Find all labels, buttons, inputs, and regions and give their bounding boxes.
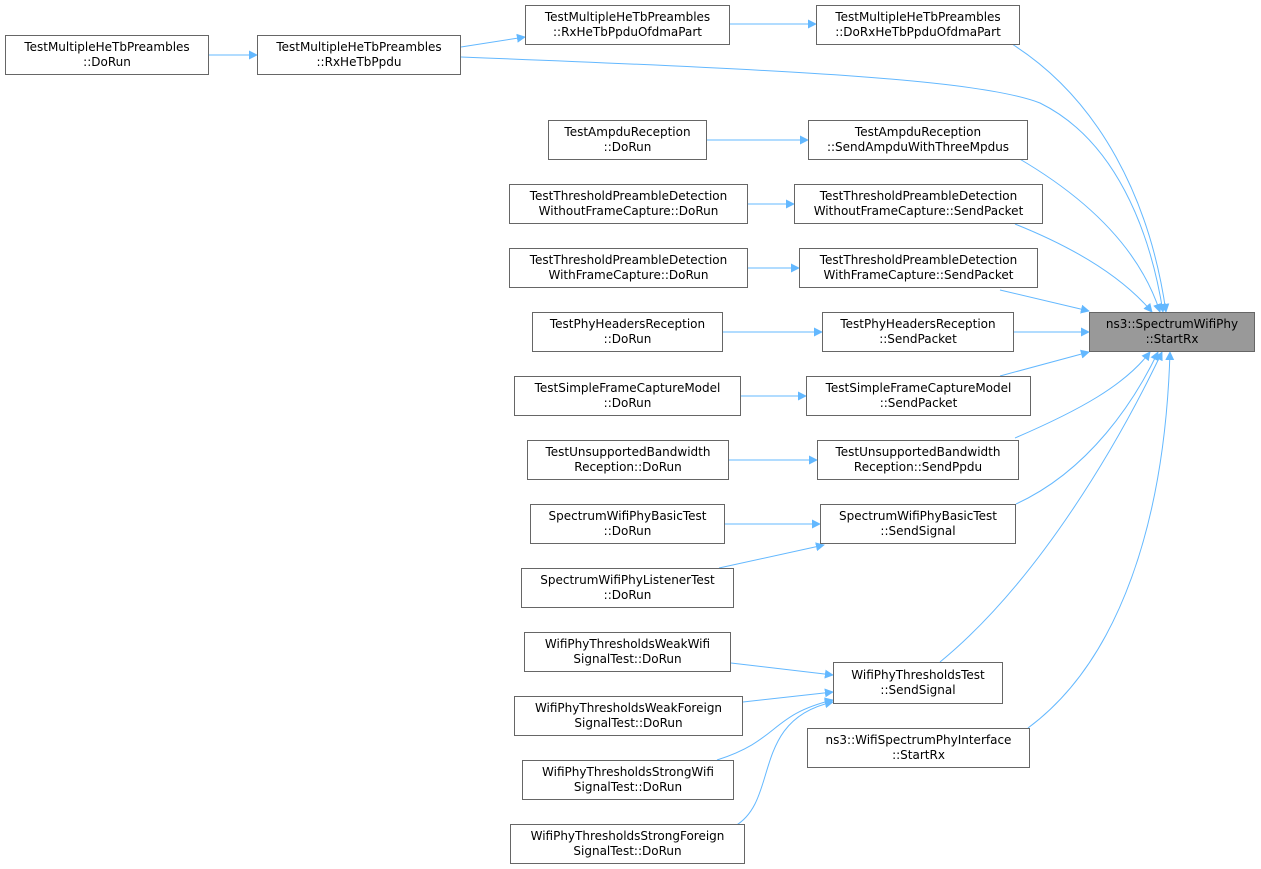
- node-line2: SignalTest::DoRun: [573, 652, 682, 666]
- node-test-multiple-he-tb-preambles-dorxhetbppduofdmapart[interactable]: TestMultipleHeTbPreambles ::DoRxHeTbPpdu…: [816, 5, 1020, 45]
- node-test-threshold-preamble-detection-without-frame-capture-dorun[interactable]: TestThresholdPreambleDetection WithoutFr…: [509, 184, 748, 224]
- node-line2: ::StartRx: [892, 748, 945, 762]
- edge-n25-target: [1027, 351, 1175, 729]
- node-line2: ::DoRxHeTbPpduOfdmaPart: [835, 25, 1001, 39]
- node-line1: SpectrumWifiPhyListenerTest: [540, 573, 715, 587]
- node-line1: TestUnsupportedBandwidth: [835, 445, 1001, 459]
- edge-n10-target: [999, 289, 1090, 314]
- node-line2: ::DoRun: [603, 332, 652, 346]
- node-line2: WithFrameCapture::SendPacket: [823, 268, 1014, 282]
- edge-n6-target: [1017, 157, 1162, 313]
- node-line2: ::RxHeTbPpduOfdmaPart: [553, 25, 702, 39]
- node-line2: ::SendPacket: [879, 332, 957, 346]
- node-test-threshold-preamble-detection-without-frame-capture-sendpacket[interactable]: TestThresholdPreambleDetection WithoutFr…: [794, 184, 1043, 224]
- node-line2: ::StartRx: [1145, 332, 1199, 346]
- node-test-threshold-preamble-detection-with-frame-capture-dorun[interactable]: TestThresholdPreambleDetection WithFrame…: [509, 248, 748, 288]
- node-test-phy-headers-reception-dorun[interactable]: TestPhyHeadersReception ::DoRun: [532, 312, 723, 352]
- node-test-multiple-he-tb-preambles-rxhetbppdu[interactable]: TestMultipleHeTbPreambles ::RxHeTbPpdu: [257, 35, 461, 75]
- edge-n14-target: [999, 349, 1090, 377]
- node-wifi-phy-thresholds-weak-foreign-signal-test-dorun[interactable]: WifiPhyThresholdsWeakForeign SignalTest:…: [514, 696, 743, 736]
- node-wifi-phy-thresholds-strong-foreign-signal-test-dorun[interactable]: WifiPhyThresholdsStrongForeign SignalTes…: [510, 824, 745, 864]
- node-line1: WifiPhyThresholdsStrongForeign: [530, 829, 725, 843]
- node-line2: ::SendAmpduWithThreeMpdus: [826, 140, 1010, 154]
- node-line2: WithoutFrameCapture::SendPacket: [813, 204, 1024, 218]
- node-line1: TestSimpleFrameCaptureModel: [534, 381, 721, 395]
- edge-n18-target: [1015, 351, 1159, 505]
- edge-n8-target: [1014, 223, 1153, 313]
- node-line1: TestMultipleHeTbPreambles: [24, 40, 190, 54]
- node-line1: TestThresholdPreambleDetection: [819, 253, 1018, 267]
- node-line1: TestAmpduReception: [854, 125, 982, 139]
- edge-n24-n21: [734, 699, 834, 827]
- edge-n20-n21: [730, 662, 834, 679]
- node-line1: WifiPhyThresholdsWeakForeign: [534, 701, 723, 715]
- edge-n4-target: [1011, 43, 1170, 313]
- node-line2: ::DoRun: [603, 524, 652, 538]
- node-line2: ::DoRun: [83, 55, 131, 69]
- edge-n19-n18: [718, 542, 825, 569]
- node-wifi-spectrum-phy-interface-startrx[interactable]: ns3::WifiSpectrumPhyInterface ::StartRx: [807, 728, 1030, 768]
- node-line2: Reception::DoRun: [574, 460, 682, 474]
- node-test-multiple-he-tb-preambles-rxhetbppduofdmapart[interactable]: TestMultipleHeTbPreambles ::RxHeTbPpduOf…: [525, 5, 730, 45]
- node-line2: ::DoRun: [603, 588, 652, 602]
- node-line1: TestSimpleFrameCaptureModel: [825, 381, 1012, 395]
- node-line1: TestThresholdPreambleDetection: [529, 253, 728, 267]
- node-wifi-phy-thresholds-weak-wifi-signal-test-dorun[interactable]: WifiPhyThresholdsWeakWifi SignalTest::Do…: [524, 632, 731, 672]
- node-line1: WifiPhyThresholdsTest: [851, 668, 985, 682]
- node-line2: ::DoRun: [603, 140, 652, 154]
- node-line2: SignalTest::DoRun: [574, 716, 683, 730]
- node-line2: Reception::SendPpdu: [853, 460, 983, 474]
- node-line1: TestThresholdPreambleDetection: [529, 189, 728, 203]
- node-wifi-phy-thresholds-strong-wifi-signal-test-dorun[interactable]: WifiPhyThresholdsStrongWifi SignalTest::…: [522, 760, 734, 800]
- node-test-unsupported-bandwidth-reception-dorun[interactable]: TestUnsupportedBandwidth Reception::DoRu…: [527, 440, 729, 480]
- node-line1: SpectrumWifiPhyBasicTest: [548, 509, 707, 523]
- node-test-unsupported-bandwidth-reception-sendppdu[interactable]: TestUnsupportedBandwidth Reception::Send…: [817, 440, 1019, 480]
- node-spectrum-wifi-phy-listener-test-dorun[interactable]: SpectrumWifiPhyListenerTest ::DoRun: [521, 568, 734, 608]
- node-line1: ns3::WifiSpectrumPhyInterface: [825, 733, 1012, 747]
- node-line2: ::SendPacket: [879, 396, 958, 410]
- node-line1: TestThresholdPreambleDetection: [819, 189, 1018, 203]
- node-line1: TestPhyHeadersReception: [549, 317, 706, 331]
- node-spectrum-wifi-phy-startrx[interactable]: ns3::SpectrumWifiPhy ::StartRx: [1089, 312, 1255, 352]
- node-test-threshold-preamble-detection-with-frame-capture-sendpacket[interactable]: TestThresholdPreambleDetection WithFrame…: [799, 248, 1038, 288]
- edge-n21-target: [939, 351, 1163, 663]
- node-line2: WithFrameCapture::DoRun: [548, 268, 709, 282]
- node-spectrum-wifi-phy-basic-test-dorun[interactable]: SpectrumWifiPhyBasicTest ::DoRun: [530, 504, 725, 544]
- edge-n23-n21: [716, 697, 834, 761]
- node-spectrum-wifi-phy-basic-test-sendsignal[interactable]: SpectrumWifiPhyBasicTest ::SendSignal: [820, 504, 1016, 544]
- edge-n2-target: [460, 56, 1167, 313]
- node-line2: ::RxHeTbPpdu: [316, 55, 402, 69]
- edge-n22-n21: [742, 688, 834, 703]
- node-line1: TestAmpduReception: [564, 125, 691, 139]
- node-line2: WithoutFrameCapture::DoRun: [538, 204, 719, 218]
- node-line1: WifiPhyThresholdsWeakWifi: [544, 637, 711, 651]
- node-line1: TestMultipleHeTbPreambles: [835, 10, 1001, 24]
- node-line1: TestMultipleHeTbPreambles: [276, 40, 442, 54]
- node-line2: SignalTest::DoRun: [573, 844, 682, 858]
- node-line2: ::SendSignal: [880, 683, 956, 697]
- node-line1: TestMultipleHeTbPreambles: [544, 10, 711, 24]
- node-line1: TestUnsupportedBandwidth: [545, 445, 711, 459]
- node-line2: ::SendSignal: [880, 524, 956, 538]
- node-test-simple-frame-capture-model-sendpacket[interactable]: TestSimpleFrameCaptureModel ::SendPacket: [806, 376, 1031, 416]
- node-line1: ns3::SpectrumWifiPhy: [1105, 317, 1239, 331]
- node-line2: ::DoRun: [603, 396, 652, 410]
- node-test-simple-frame-capture-model-dorun[interactable]: TestSimpleFrameCaptureModel ::DoRun: [514, 376, 741, 416]
- node-test-multiple-he-tb-preambles-dorun[interactable]: TestMultipleHeTbPreambles ::DoRun: [5, 35, 209, 75]
- node-line1: WifiPhyThresholdsStrongWifi: [542, 765, 714, 779]
- node-wifi-phy-thresholds-test-sendsignal[interactable]: WifiPhyThresholdsTest ::SendSignal: [833, 662, 1003, 704]
- node-line2: SignalTest::DoRun: [573, 780, 683, 794]
- node-line1: SpectrumWifiPhyBasicTest: [839, 509, 997, 523]
- node-test-ampdu-reception-dorun[interactable]: TestAmpduReception ::DoRun: [548, 120, 707, 160]
- node-test-ampdu-reception-sendampduwiththreempdus[interactable]: TestAmpduReception ::SendAmpduWithThreeM…: [808, 120, 1028, 160]
- node-line1: TestPhyHeadersReception: [840, 317, 996, 331]
- node-test-phy-headers-reception-sendpacket[interactable]: TestPhyHeadersReception ::SendPacket: [822, 312, 1014, 352]
- edge-n16-target: [1014, 351, 1151, 439]
- edge-n2-n3: [460, 33, 526, 48]
